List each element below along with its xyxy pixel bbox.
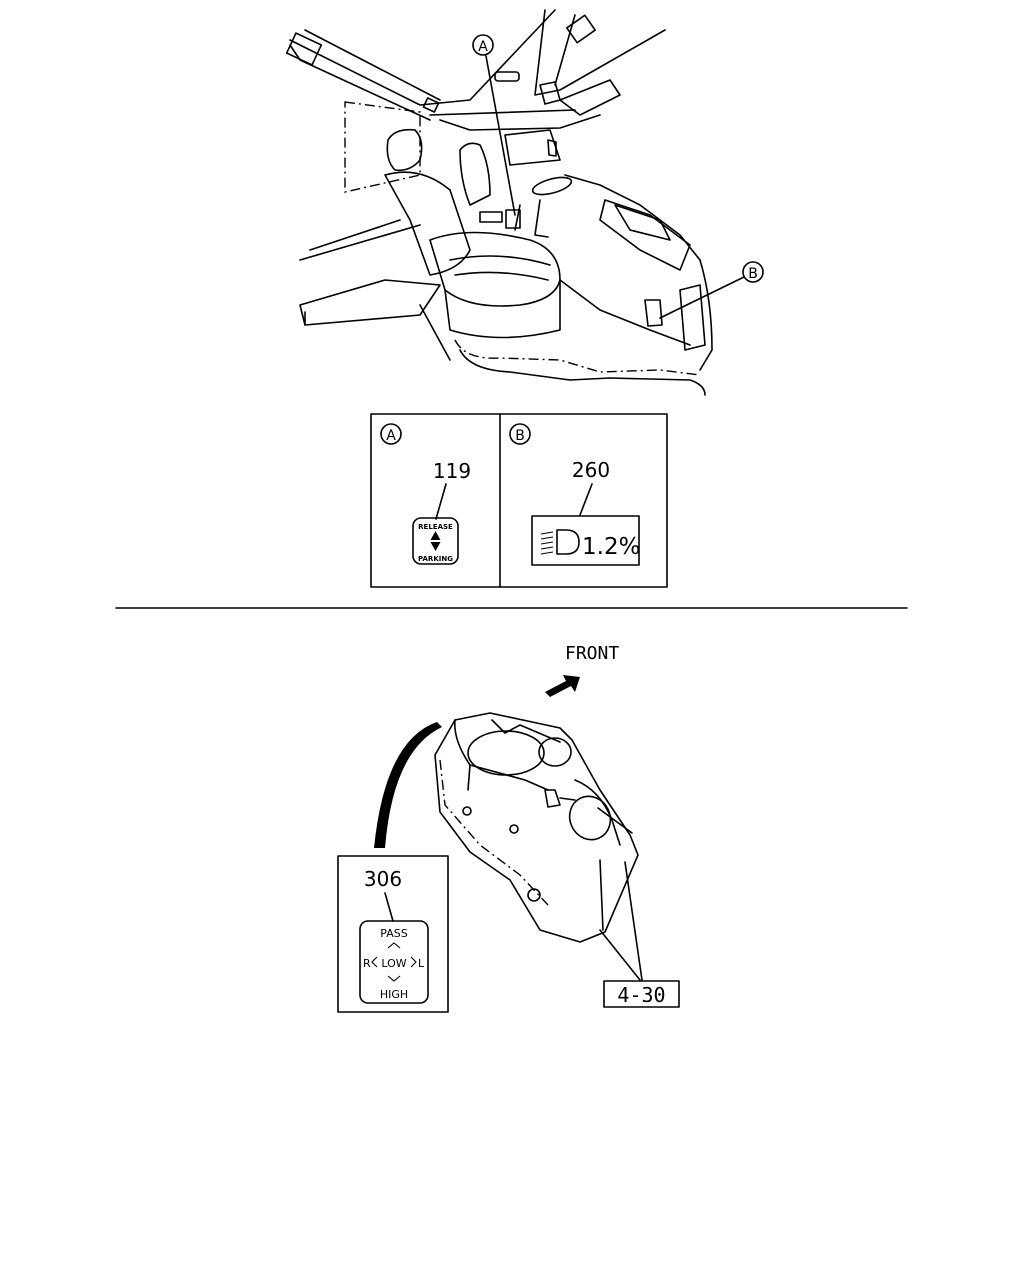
chevron-down-icon [387,975,401,982]
detail-306: 306 PASS R LOW L HIGH [337,855,449,1013]
chevron-up-icon [387,942,401,949]
reference-4-30: 4-30 [599,861,680,1008]
headlamp-leveling-label [531,515,640,566]
panel-a-letter: A [386,428,396,444]
callout-b-letter: B [748,266,758,282]
panel-a: A 119 RELEASE PARKING [380,423,471,565]
panel-b-letter: B [515,428,525,444]
parking-label-parking: PARKING [418,555,453,563]
switch-label-pass: PASS [380,927,407,940]
headlamp-icon [540,529,580,555]
switch-label-l: L [418,957,425,970]
light-switch-label [359,920,429,1004]
ref-4-30-label: 4-30 [617,983,665,1007]
callout-a-letter: A [478,39,488,55]
panel-b: B 260 1.2% [509,423,640,566]
parking-brake-label [412,517,459,565]
front-label: FRONT [565,643,619,664]
parking-label-release: RELEASE [418,523,453,531]
leader-curve [374,722,442,848]
headlamp-level-value: 1.2% [582,534,640,560]
chevron-left-icon [371,956,378,968]
arrow-down-icon [430,542,441,551]
cab-interior-illustration: A B [285,9,764,396]
panel-b-part-number: 260 [572,458,610,482]
arrow-up-icon [430,531,441,540]
detail-panels: A 119 RELEASE PARKING B 260 1.2 [370,413,668,588]
part-306-number: 306 [364,867,402,891]
switch-assembly-section: FRONT 306 PA [337,643,680,1013]
switch-label-r: R [363,957,371,970]
chevron-right-icon [410,956,417,968]
panel-a-part-number: 119 [433,459,471,483]
combination-switch [434,712,639,943]
front-arrow-icon [545,675,580,697]
switch-label-low: LOW [381,957,406,970]
switch-label-high: HIGH [380,988,408,1001]
